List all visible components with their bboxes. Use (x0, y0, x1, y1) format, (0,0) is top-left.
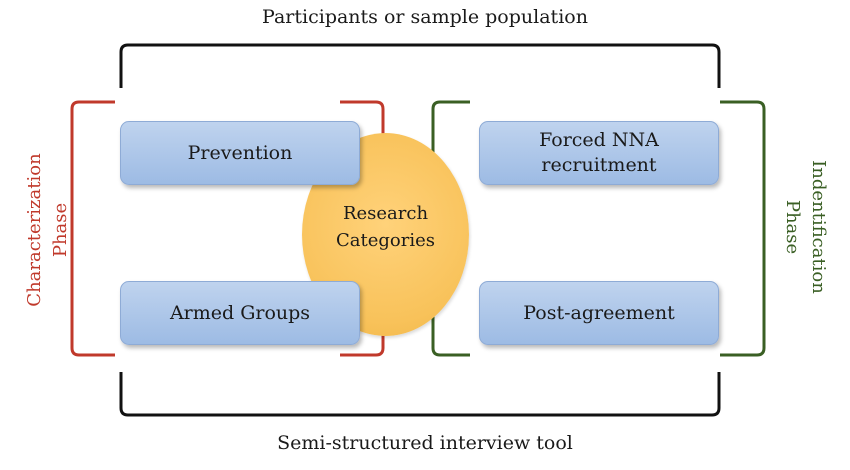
characterization-phase-label: Characterization Phase (22, 153, 74, 306)
armed-groups-box: Armed Groups (120, 281, 360, 345)
outer-top-bracket (119, 43, 721, 88)
center-label-line1: Research (342, 203, 429, 224)
prevention-box: Prevention (120, 121, 360, 185)
post-agreement-box: Post-agreement (479, 281, 719, 345)
left-red-bracket (70, 100, 115, 357)
research-categories-label: Research Categories (302, 200, 469, 254)
right-green-bracket (720, 100, 766, 357)
right-phase-line2: Phase (782, 199, 803, 255)
left-phase-line2: Phase (50, 202, 71, 258)
left-phase-line1: Characterization (24, 153, 45, 307)
outer-bottom-bracket (119, 372, 721, 417)
forced-nna-recruitment-box: Forced NNA recruitment (479, 121, 719, 185)
top-label: Participants or sample population (262, 6, 588, 28)
right-phase-line1: Indentification (808, 160, 829, 294)
identification-phase-label: Indentification Phase (779, 160, 831, 294)
center-label-line2: Categories (336, 230, 435, 251)
post-agreement-label: Post-agreement (523, 301, 675, 324)
prevention-label: Prevention (187, 141, 293, 164)
forced-nna-label-line2: recruitment (541, 154, 657, 176)
armed-groups-label: Armed Groups (169, 301, 311, 324)
forced-nna-label-line1: Forced NNA (539, 129, 659, 151)
bottom-label: Semi-structured interview tool (277, 432, 573, 454)
